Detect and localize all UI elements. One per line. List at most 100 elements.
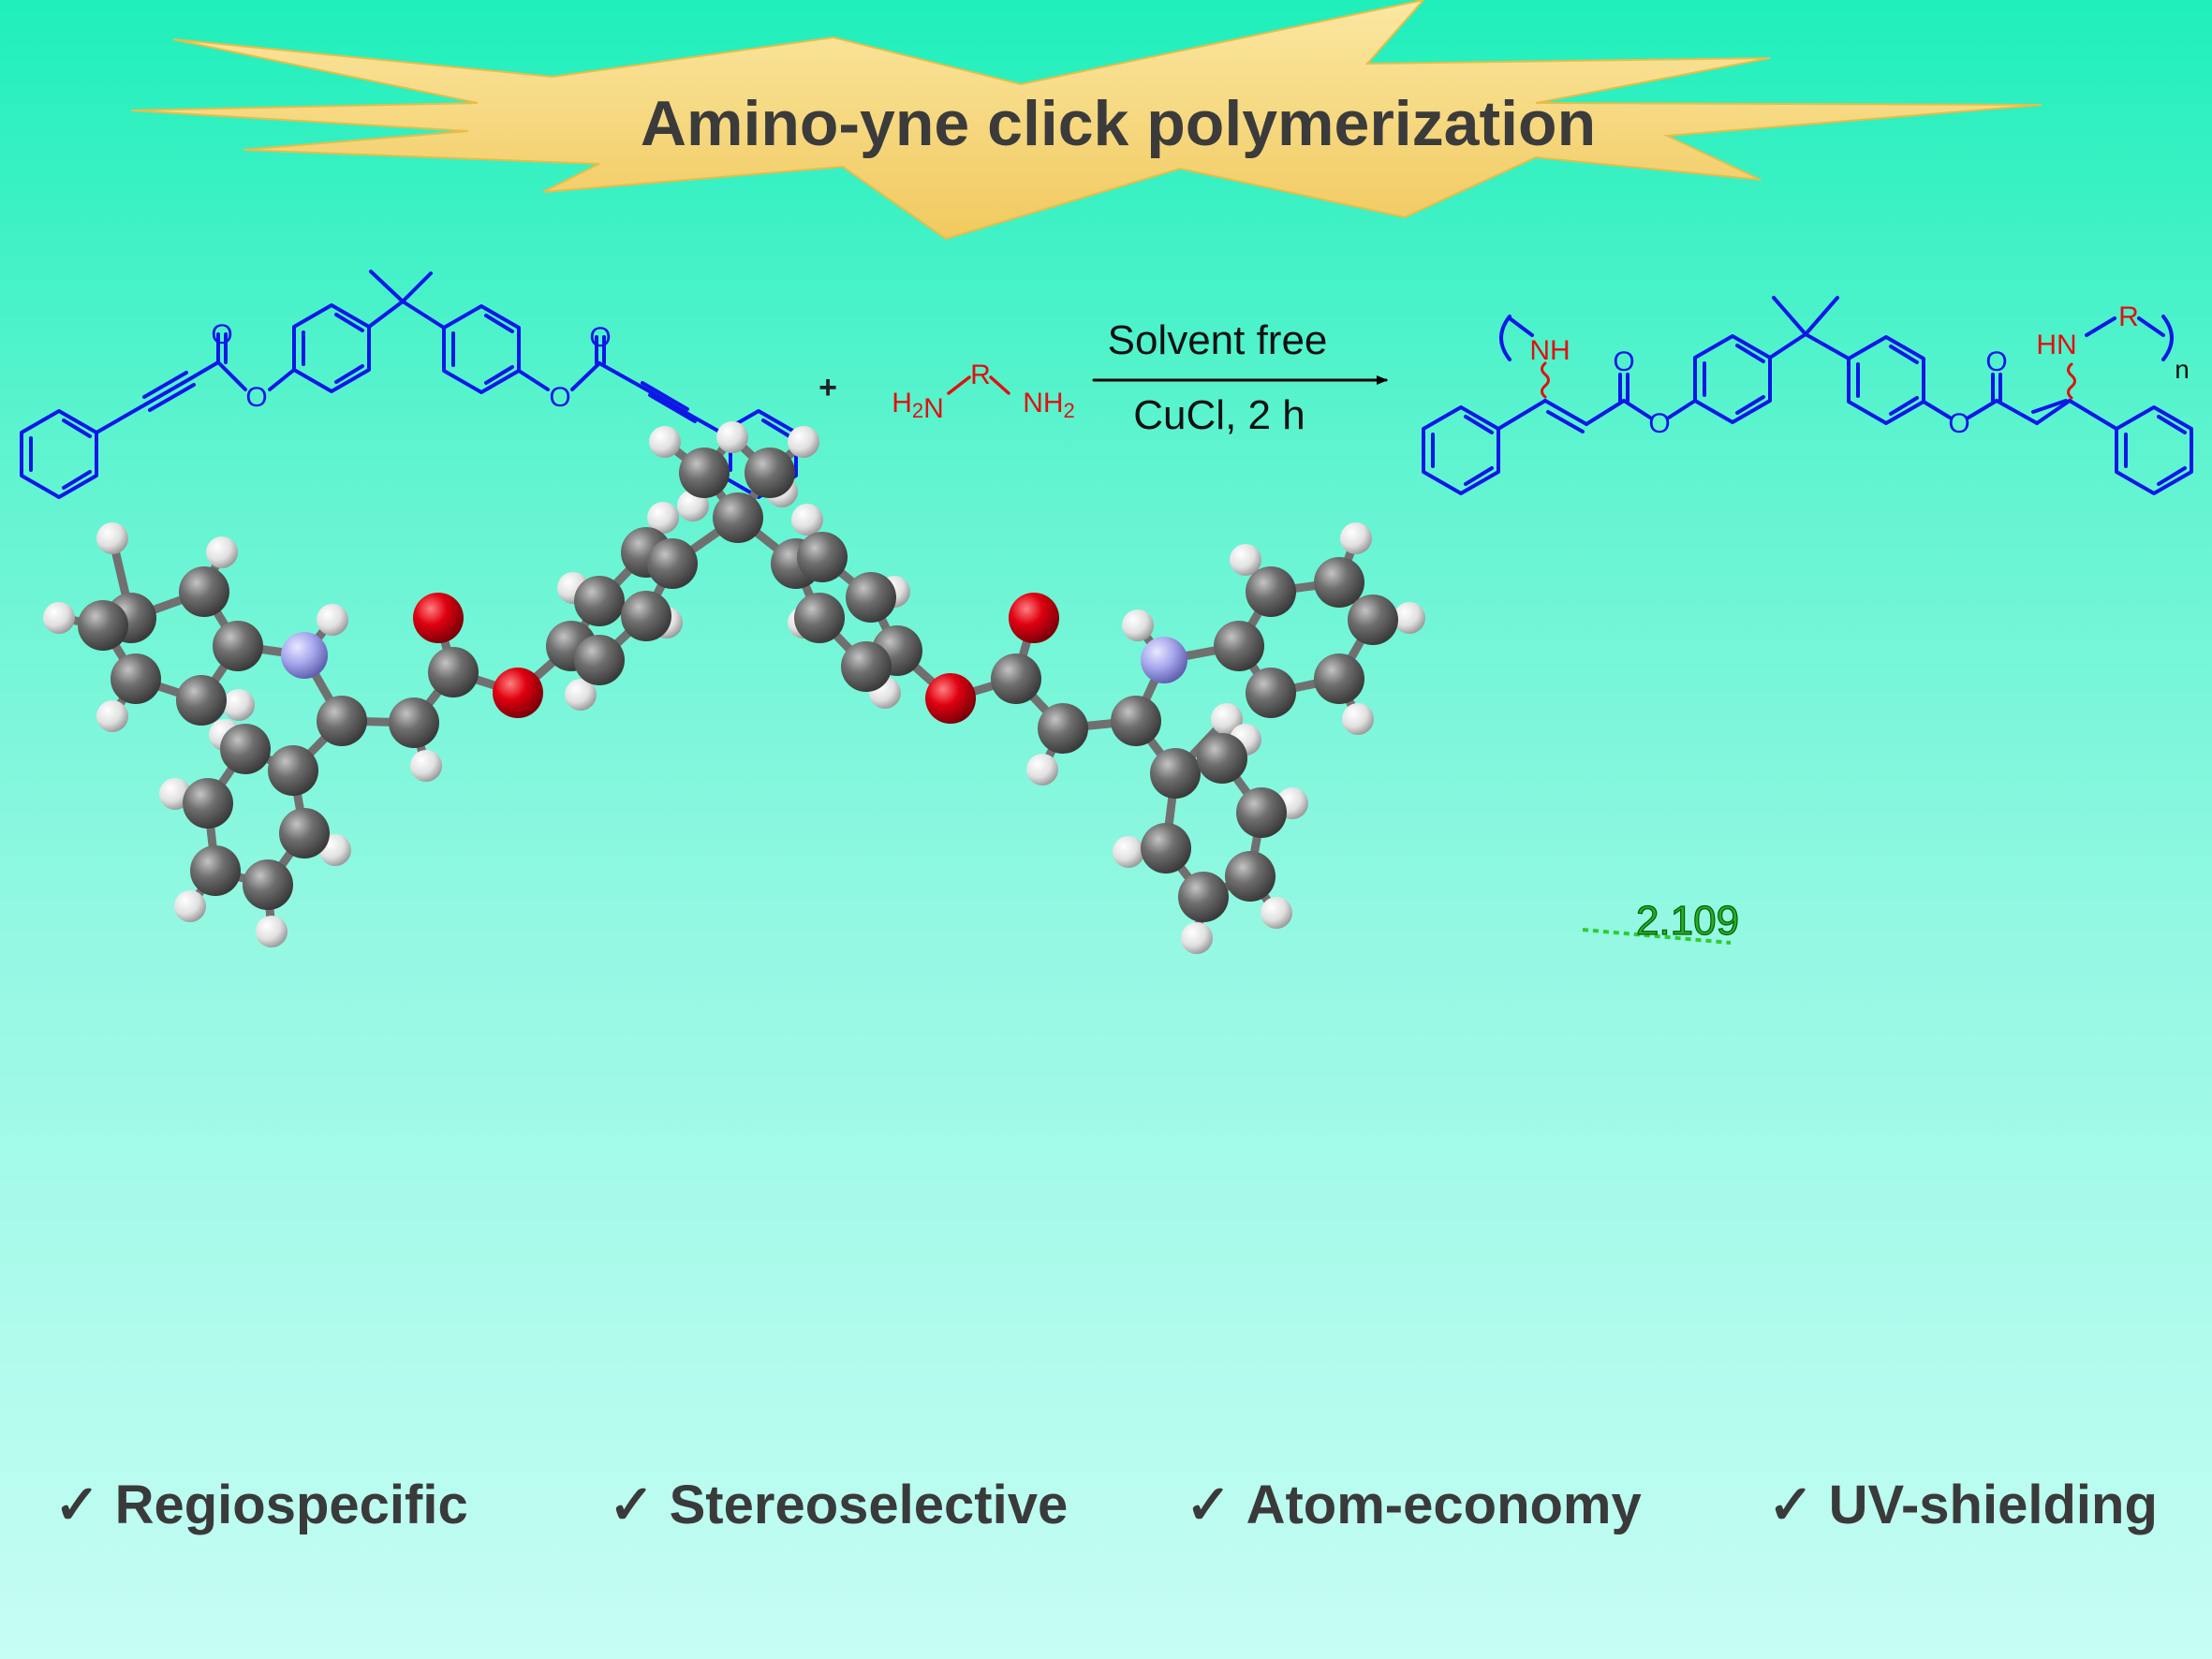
carbon-atom — [243, 859, 293, 910]
plus-sign: + — [818, 370, 837, 405]
checkmark-icon: ✓ — [609, 1475, 655, 1535]
title-burst — [130, 0, 2042, 241]
carbon-atom — [183, 778, 233, 829]
carbon-atom — [713, 492, 763, 543]
carbonyl-o-label-3: O — [1613, 346, 1634, 377]
carbon-atom — [213, 621, 263, 671]
title-text: Amino-yne click polymerization — [641, 88, 1596, 159]
carbon-atom — [1348, 595, 1398, 645]
feature-uv-shielding: ✓UV-shielding — [1768, 1468, 2158, 1543]
hbond-distance-label: 2.109 — [1636, 898, 1739, 944]
condition-top: Solvent free — [1108, 317, 1328, 363]
carbon-atom — [1141, 823, 1191, 874]
carbon-atom — [991, 653, 1041, 704]
hydrogen-bond — [1582, 928, 1732, 945]
feature-label: Atom-economy — [1246, 1475, 1642, 1535]
carbon-atom — [389, 697, 439, 748]
polymer-product — [1422, 296, 2193, 495]
hydrogen-atom — [565, 679, 597, 711]
scheme-labels: O O O O + H2N R NH2 Solvent free CuCl, 2… — [211, 301, 2189, 439]
hydrogen-atom — [716, 421, 748, 453]
hydrogen-atom — [647, 502, 679, 534]
hydrogen-atom — [174, 890, 206, 922]
oxygen-atom — [925, 673, 976, 724]
repeat-n-label: n — [2175, 355, 2190, 384]
carbonyl-o-label-1: O — [211, 319, 232, 350]
feature-stereoselective: ✓Stereoselective — [609, 1468, 1068, 1543]
carbon-atom — [1246, 668, 1296, 718]
carbon-atom — [176, 675, 227, 726]
carbon-atom — [1150, 748, 1201, 799]
carbon-atom — [268, 745, 318, 796]
hydrogen-atom — [1211, 703, 1243, 735]
hydrogen-atom — [96, 700, 128, 732]
carbon-atom — [1246, 566, 1296, 617]
carbonyl-o-label-2: O — [589, 322, 611, 353]
amine-right-label: NH2 — [1023, 388, 1075, 422]
hydrogen-atom — [1342, 703, 1374, 735]
carbon-atom — [1178, 872, 1229, 922]
nitrogen-atom — [1141, 637, 1187, 683]
ester-o-label-2: O — [549, 382, 570, 413]
carbon-atom — [621, 591, 671, 641]
carbon-atom — [179, 566, 229, 617]
checkmark-icon: ✓ — [54, 1475, 100, 1535]
checkmark-icon: ✓ — [1186, 1475, 1231, 1535]
hydrogen-atom — [1340, 522, 1372, 554]
carbonyl-o-label-4: O — [1985, 346, 2007, 377]
product-r-label: R — [2118, 301, 2139, 332]
carbon-atom — [1111, 696, 1161, 746]
hydrogen-atom — [1122, 609, 1154, 641]
ester-o-label-1: O — [245, 382, 267, 413]
molecule-atoms — [43, 421, 1425, 954]
hydrogen-atom — [317, 604, 348, 636]
hydrogen-atom — [1026, 754, 1058, 785]
hydrogen-atom — [791, 504, 823, 536]
carbon-atom — [647, 538, 698, 589]
hydrogen-atom — [43, 602, 75, 634]
carbon-atom — [797, 532, 848, 582]
amine-r-label: R — [970, 360, 991, 390]
oxygen-atom — [1009, 593, 1059, 643]
carbon-atom — [1197, 733, 1247, 784]
ester-o-label-4: O — [1948, 408, 1969, 439]
feature-label: UV-shielding — [1828, 1475, 2158, 1535]
feature-label: Stereoselective — [669, 1475, 1069, 1535]
hydrogen-atom — [1394, 602, 1425, 634]
oxygen-atom — [413, 593, 464, 643]
carbon-atom — [574, 635, 625, 685]
carbon-atom — [1214, 621, 1264, 671]
product-hn-label: HN — [2036, 330, 2076, 360]
feature-regiospecific: ✓Regiospecific — [54, 1468, 468, 1543]
hydrogen-atom — [223, 689, 255, 721]
carbon-atom — [111, 653, 161, 704]
carbon-atom — [279, 808, 330, 859]
hydrogen-atom — [1230, 544, 1261, 576]
ester-o-label-3: O — [1648, 408, 1670, 439]
hydrogen-atom — [1261, 897, 1292, 929]
carbon-atom — [1314, 653, 1364, 704]
nitrogen-atom — [281, 632, 328, 679]
carbon-atom — [745, 448, 795, 498]
oxygen-atom — [493, 668, 543, 718]
feature-atom-economy: ✓Atom-economy — [1186, 1468, 1642, 1543]
product-nh-label: NH — [1529, 335, 1570, 366]
diamine — [947, 375, 1010, 395]
checkmark-icon: ✓ — [1768, 1475, 1814, 1535]
hydrogen-atom — [206, 536, 238, 568]
carbon-atom — [1236, 787, 1287, 838]
carbon-atom — [794, 593, 845, 643]
carbon-atom — [317, 696, 367, 746]
carbon-atom — [220, 724, 271, 774]
carbon-atom — [78, 600, 128, 651]
hydrogen-atom — [256, 916, 288, 947]
carbon-atom — [679, 448, 730, 498]
carbon-atom — [428, 647, 479, 697]
feature-label: Regiospecific — [114, 1475, 468, 1535]
carbon-atom — [574, 576, 625, 626]
carbon-atom — [841, 641, 892, 692]
hydrogen-atom — [96, 522, 128, 554]
hydrogen-atom — [788, 426, 819, 458]
